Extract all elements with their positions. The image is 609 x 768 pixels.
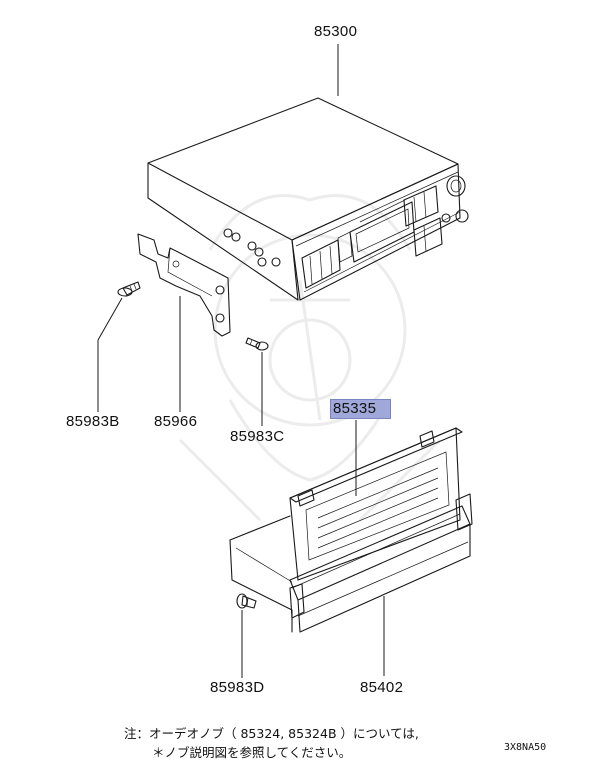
screw-85983C [245,337,269,351]
screw-85983D [236,593,257,609]
part-label-85983B: 85983B [66,413,120,430]
leader-lines [97,44,385,678]
note-line-2: ＊ノブ説明図を参照してください。 [152,745,352,760]
part-label-85335: 85335 [330,399,392,419]
part-label-85300: 85300 [314,23,358,40]
samurai-helmet-watermark-icon [178,194,442,522]
screw-85983B [117,281,141,297]
part-label-85983D: 85983D [210,679,265,696]
part-label-85402: 85402 [360,679,404,696]
diagram-code: 3X8NA50 [504,742,547,753]
radio-unit-85300 [147,97,469,301]
pocket-85402 [229,493,473,633]
part-label-85966: 85966 [154,413,198,430]
bracket-85966 [137,233,231,337]
pocket-lid-85335 [289,427,463,581]
part-label-85983C: 85983C [230,428,285,445]
note-line-1: 注：オーデオノブ（ 85324, 85324B ）については, [124,726,419,741]
